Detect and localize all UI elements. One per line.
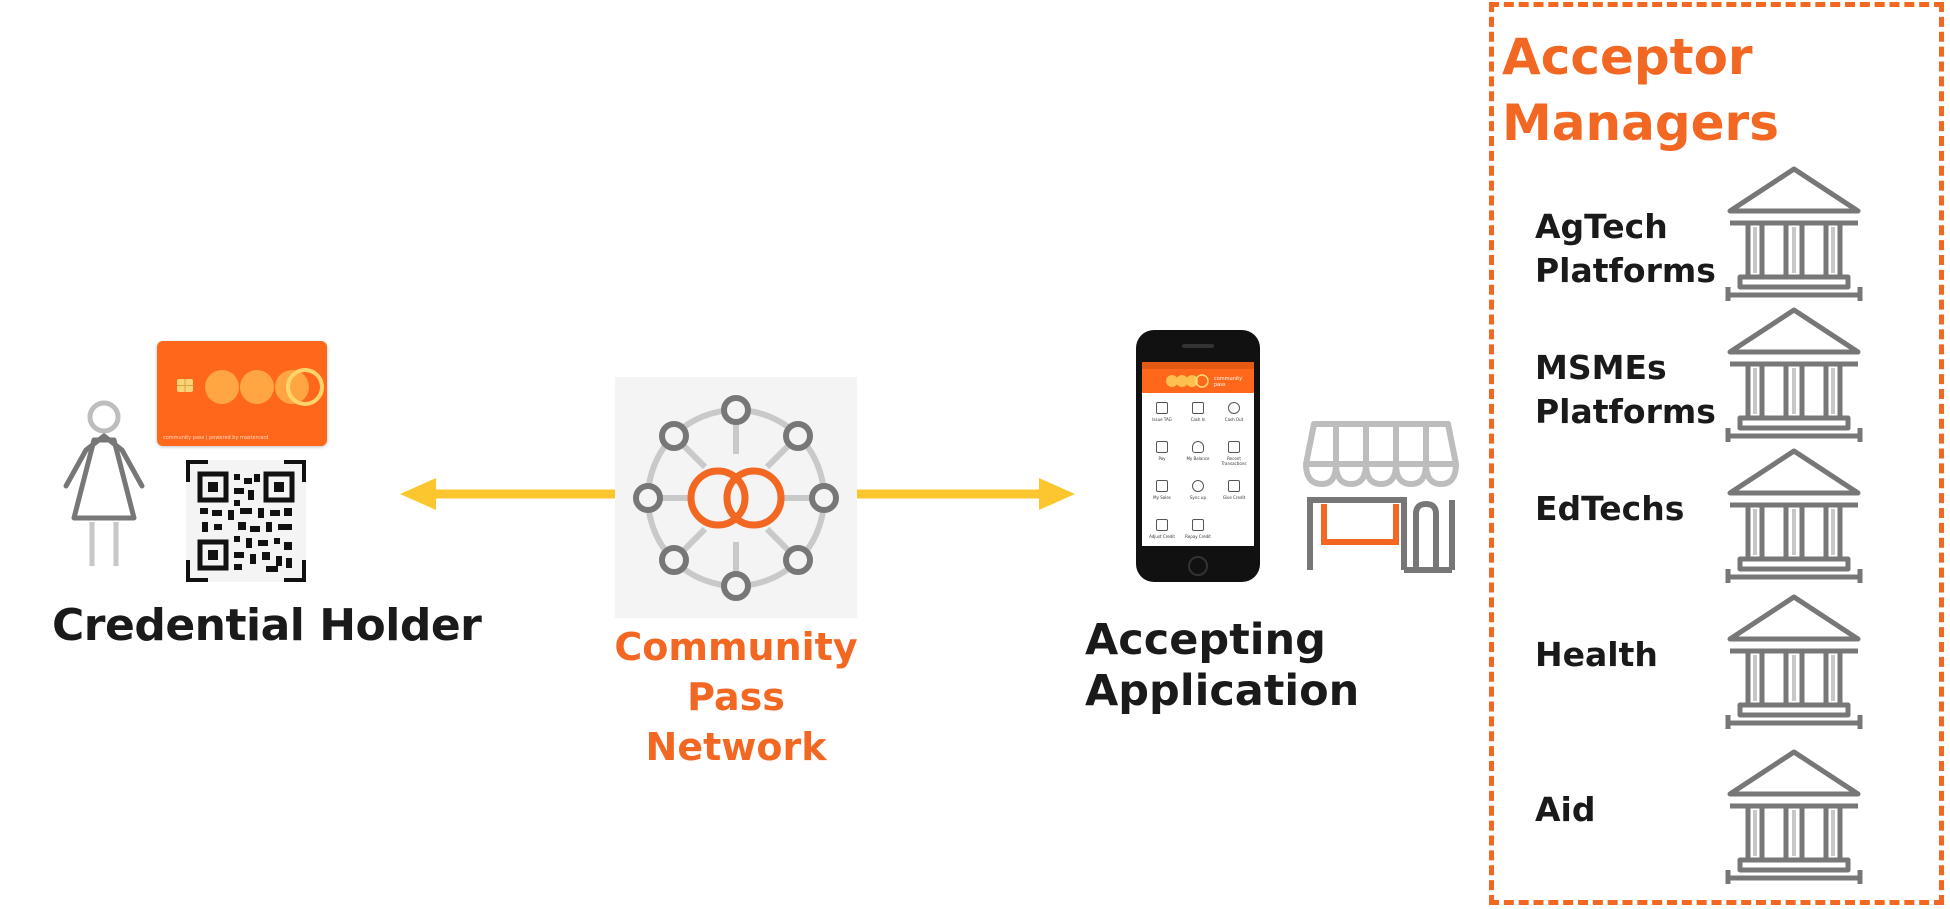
receipt-icon: [1228, 441, 1240, 453]
left-arrow-icon: [400, 478, 618, 510]
acceptor-item-line: Aid: [1535, 790, 1596, 829]
acceptor-item-line: MSMEs: [1535, 348, 1667, 387]
acceptor-item-line: EdTechs: [1535, 489, 1685, 528]
acceptor-item-msmes: MSMEs Platforms: [1535, 346, 1716, 434]
menu-item-my-sales[interactable]: My Sales: [1144, 474, 1180, 510]
network-title-line: Pass: [687, 675, 785, 719]
app-header-title: community pass: [1214, 376, 1243, 388]
acceptor-managers-title: Acceptor Managers: [1502, 24, 1779, 156]
money-bag-icon: [1192, 441, 1204, 453]
network-title-line: Network: [645, 725, 827, 769]
acceptor-item-line: AgTech: [1535, 207, 1668, 246]
menu-item-label: Issue TAG: [1152, 417, 1172, 422]
storefront-icon: [1303, 421, 1459, 573]
accepting-application-label: Accepting Application: [1085, 615, 1359, 717]
cash-out-icon: [1228, 402, 1240, 414]
wallet-icon: [1156, 441, 1168, 453]
credential-holder-label: Credential Holder: [52, 600, 482, 651]
person-icon: [63, 400, 145, 566]
menu-item-label: Pay: [1158, 456, 1166, 461]
card-icon: community pass | powered by mastercard: [157, 341, 327, 446]
acceptor-item-health: Health: [1535, 633, 1658, 677]
application-title-line: Application: [1085, 666, 1360, 716]
community-pass-network-label: Community Pass Network: [600, 622, 872, 772]
acceptor-item-line: Platforms: [1535, 251, 1716, 290]
menu-item-sync-up[interactable]: Sync up: [1180, 474, 1216, 510]
menu-item-label: Repay Credit: [1185, 534, 1211, 539]
bank-icon: [1192, 519, 1204, 531]
acceptor-title-line: Managers: [1502, 94, 1779, 152]
menu-item-issue-tag[interactable]: Issue TAG: [1144, 396, 1180, 432]
acceptor-item-aid: Aid: [1535, 788, 1595, 832]
qr-code-icon: [186, 460, 306, 582]
menu-item-recent-transactions[interactable]: Recent Transactions: [1216, 435, 1252, 471]
menu-item-my-balance[interactable]: My Balance: [1180, 435, 1216, 471]
acceptor-item-line: Platforms: [1535, 392, 1716, 431]
adjust-icon: [1156, 519, 1168, 531]
menu-item-repay-credit[interactable]: Repay Credit: [1180, 513, 1216, 546]
sync-icon: [1192, 480, 1204, 492]
institution-icon: [1725, 307, 1863, 442]
institution-icon: [1725, 594, 1863, 729]
phone-icon: community pass Issue TAG Cash In Cash Ou…: [1136, 330, 1260, 582]
institution-icon: [1725, 166, 1863, 301]
menu-item-cash-out[interactable]: Cash Out: [1216, 396, 1252, 432]
menu-item-pay[interactable]: Pay: [1144, 435, 1180, 471]
acceptor-title-line: Acceptor: [1502, 28, 1753, 86]
bank-icon: [1228, 480, 1240, 492]
network-panel: [615, 377, 857, 618]
app-menu-grid: Issue TAG Cash In Cash Out Pay My Balanc…: [1144, 396, 1252, 546]
acceptor-item-agtech: AgTech Platforms: [1535, 205, 1716, 293]
menu-item-label: My Balance: [1186, 456, 1210, 461]
acceptor-item-line: Health: [1535, 635, 1658, 674]
menu-item-label: Recent Transactions: [1221, 456, 1247, 466]
menu-item-label: Adjust Credit: [1149, 534, 1175, 539]
cash-in-icon: [1192, 402, 1204, 414]
network-title-line: Community: [614, 625, 858, 669]
menu-item-adjust-credit[interactable]: Adjust Credit: [1144, 513, 1180, 546]
right-arrow-icon: [857, 478, 1075, 510]
status-bar: [1142, 362, 1254, 369]
network-icon: [633, 395, 839, 601]
tag-icon: [1156, 402, 1168, 414]
phone-screen: community pass Issue TAG Cash In Cash Ou…: [1142, 362, 1254, 546]
menu-item-cash-in[interactable]: Cash In: [1180, 396, 1216, 432]
institution-icon: [1725, 749, 1863, 884]
menu-item-label: Sync up: [1190, 495, 1206, 500]
menu-item-give-credit[interactable]: Give Credit: [1216, 474, 1252, 510]
acceptor-item-edtechs: EdTechs: [1535, 487, 1684, 531]
institution-icon: [1725, 448, 1863, 583]
acceptor-managers-box: [1489, 2, 1944, 905]
application-title-line: Accepting: [1085, 615, 1326, 665]
app-header: community pass: [1142, 369, 1254, 393]
home-button: [1188, 556, 1208, 576]
menu-item-label: Give Credit: [1222, 495, 1246, 500]
phone-speaker: [1182, 344, 1214, 348]
card-footer-text: community pass | powered by mastercard: [163, 435, 269, 441]
sales-icon: [1156, 480, 1168, 492]
menu-item-label: Cash In: [1190, 417, 1206, 422]
menu-item-label: Cash Out: [1224, 417, 1244, 422]
menu-item-label: My Sales: [1153, 495, 1171, 500]
